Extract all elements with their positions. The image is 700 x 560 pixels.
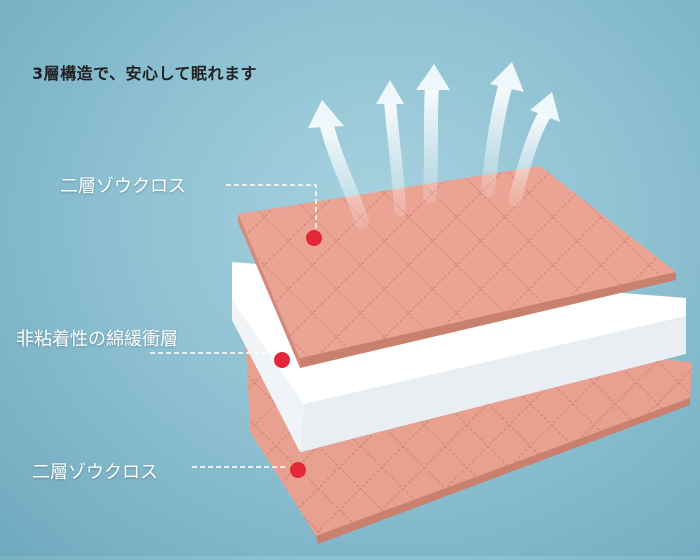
arrow-icon bbox=[508, 105, 553, 207]
arrow-icon bbox=[481, 77, 513, 197]
marker-dot-top bbox=[306, 230, 322, 246]
arrow-icon bbox=[308, 100, 344, 128]
arrow-icon bbox=[530, 92, 560, 122]
arrow-icon bbox=[376, 80, 404, 104]
top-fabric-layer bbox=[238, 166, 676, 368]
headline: 3層構造で、安心して眠れます bbox=[32, 64, 258, 83]
leader-line-top bbox=[226, 184, 317, 236]
arrow-icon bbox=[490, 62, 524, 92]
arrow-icon bbox=[423, 79, 439, 203]
arrow-icon bbox=[416, 64, 450, 90]
arrow-icon bbox=[384, 94, 406, 216]
marker-dot-middle bbox=[274, 352, 290, 368]
layer-label-bottom: 二層ゾウクロス bbox=[32, 462, 158, 483]
layer-label-top: 二層ゾウクロス bbox=[60, 176, 186, 197]
airflow-arrows bbox=[308, 62, 560, 229]
layer-label-middle: 非粘着性の綿緩衝層 bbox=[16, 329, 178, 350]
marker-dot-bottom bbox=[290, 462, 306, 478]
leader-lines bbox=[150, 184, 317, 468]
arrow-icon bbox=[319, 115, 369, 229]
leader-line-middle bbox=[150, 352, 273, 360]
